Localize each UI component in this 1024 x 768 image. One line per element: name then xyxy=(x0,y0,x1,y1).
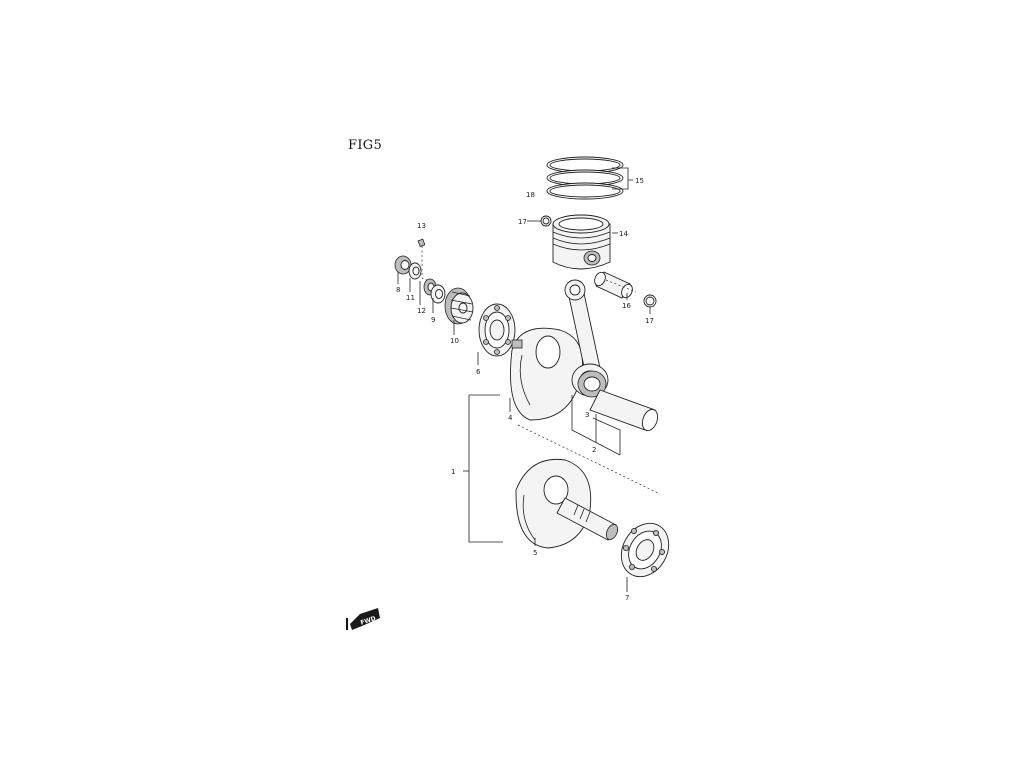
crank-web-right xyxy=(515,458,592,549)
callout-15: 15 xyxy=(635,177,644,185)
circlip-left xyxy=(540,215,552,227)
callout-14: 14 xyxy=(619,230,628,238)
needle-bearing xyxy=(577,370,607,398)
callout-3: 3 xyxy=(585,411,589,419)
callout-2: 2 xyxy=(592,446,596,454)
key xyxy=(417,238,426,248)
crank-pin xyxy=(589,389,659,432)
fwd-label: FWD xyxy=(360,615,377,627)
nut xyxy=(394,255,412,275)
circlip-right xyxy=(643,294,657,308)
crank-web-left xyxy=(510,327,583,421)
callout-16: 16 xyxy=(622,302,631,310)
callout-8: 8 xyxy=(396,286,400,294)
spacer xyxy=(430,284,446,304)
callout-11: 11 xyxy=(406,294,415,302)
callout-1: 1 xyxy=(451,468,455,476)
callout-17-right: 17 xyxy=(645,317,654,325)
washer xyxy=(408,262,422,280)
callout-10: 10 xyxy=(450,337,459,345)
callout-9: 9 xyxy=(431,316,435,324)
callout-6: 6 xyxy=(476,368,481,376)
piston-rings xyxy=(546,156,624,200)
figure-title: FIG5 xyxy=(348,138,383,153)
callout-12: 12 xyxy=(417,307,426,315)
callout-7: 7 xyxy=(625,594,629,602)
fwd-arrow-icon: FWD xyxy=(346,608,380,630)
bearing-left xyxy=(478,303,516,357)
bearing-right xyxy=(620,522,670,578)
callout-18: 18 xyxy=(526,191,535,199)
piston-pin xyxy=(594,271,633,299)
callout-17-left: 17 xyxy=(518,218,527,226)
callout-4: 4 xyxy=(508,414,513,422)
crankshaft-output xyxy=(556,497,619,541)
callout-5: 5 xyxy=(533,549,537,557)
drive-gear xyxy=(444,287,474,325)
callout-13: 13 xyxy=(417,222,426,230)
piston xyxy=(552,214,611,270)
